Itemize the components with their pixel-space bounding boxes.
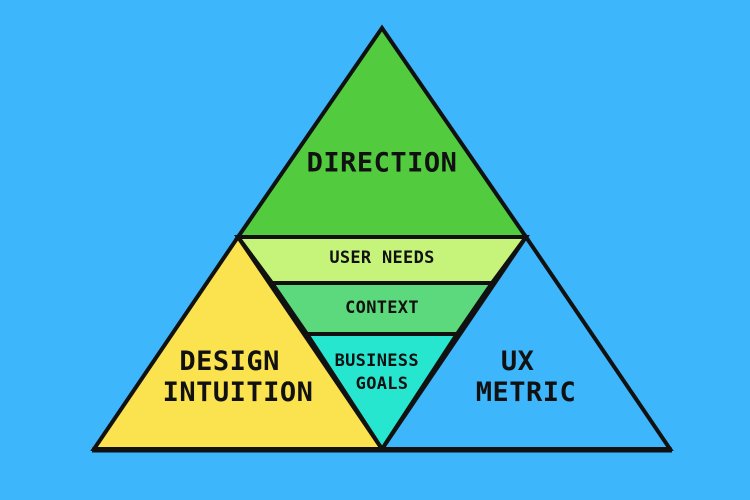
direction-label: DIRECTION <box>307 148 458 179</box>
design-intuition-label: DESIGN INTUITION <box>163 346 314 408</box>
ux-metric-label: UX METRIC <box>476 346 577 408</box>
business-goals-band <box>303 332 461 453</box>
direction-shape <box>234 24 530 239</box>
ux-metric-line-1: UX <box>501 346 535 377</box>
design-intuition-line-2: INTUITION <box>163 377 314 408</box>
business-goals-label: BUSINESS GOALS <box>335 351 430 394</box>
business-goals-line-2: GOALS <box>356 374 409 394</box>
ux-metric-line-2: METRIC <box>476 377 577 408</box>
context-label: CONTEXT <box>345 298 419 318</box>
user-needs-label: USER NEEDS <box>329 248 434 268</box>
business-goals-line-1: BUSINESS <box>335 351 419 371</box>
design-intuition-line-1: DESIGN <box>179 346 280 377</box>
